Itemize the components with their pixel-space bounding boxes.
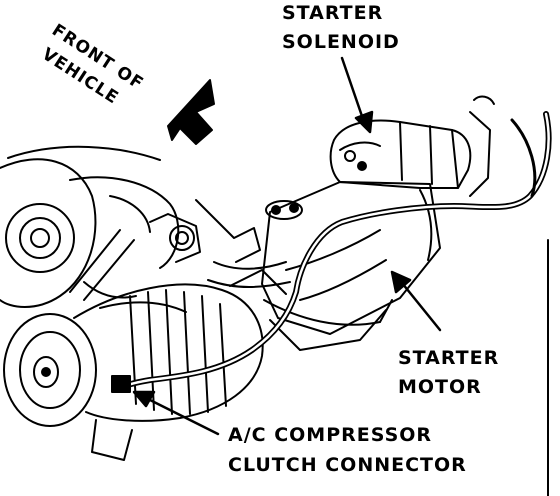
starter-solenoid: [329, 95, 495, 197]
engine-hardware: [149, 199, 303, 288]
starter-motor-label-line2: MOTOR: [398, 376, 482, 398]
starter-motor: [261, 181, 441, 351]
callout-arrows: [132, 56, 442, 436]
ac-compressor-label-line2: CLUTCH CONNECTOR: [228, 454, 467, 476]
wiring-harness: [111, 111, 552, 393]
starter-motor-label-line1: STARTER: [398, 347, 500, 369]
solenoid-arrowhead: [354, 110, 374, 134]
starter-solenoid-label-line2: SOLENOID: [282, 31, 400, 53]
front-of-vehicle-arrow: [167, 79, 215, 145]
ac-compressor-label-line1: A/C COMPRESSOR: [228, 424, 433, 446]
starter-solenoid-label-line1: STARTER: [282, 2, 384, 24]
ac-arrow: [140, 394, 220, 436]
motor-arrowhead: [390, 270, 412, 294]
ac-arrowhead: [132, 390, 156, 408]
motor-arrow: [396, 276, 442, 332]
solenoid-arrow: [340, 56, 366, 124]
ac-compressor: [3, 269, 287, 461]
engine-block: [0, 145, 180, 308]
